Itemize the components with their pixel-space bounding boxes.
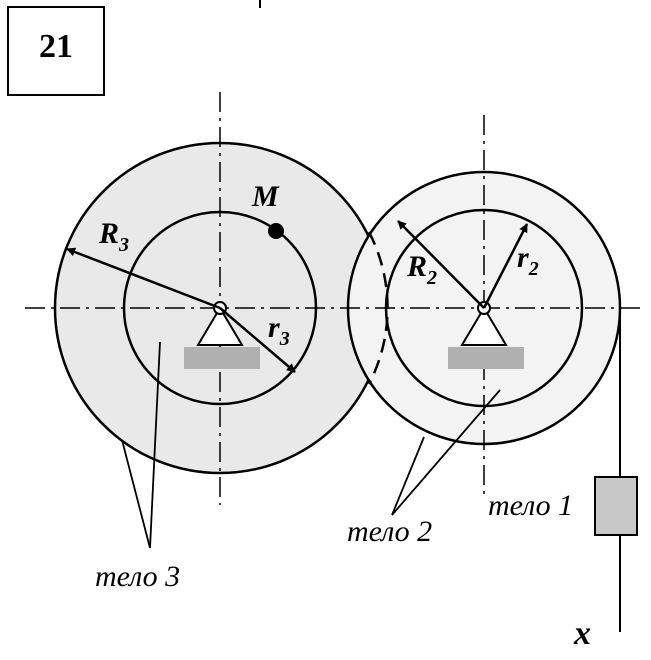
label-body3: тело 3	[95, 560, 180, 593]
r3-arrow	[219, 307, 296, 373]
body2-leader-right	[391, 389, 501, 516]
r2-arrow	[482, 223, 529, 309]
label-R3: R3	[98, 217, 129, 256]
point-M	[268, 223, 284, 239]
label-R2: R2	[406, 250, 437, 289]
problem-number: 21	[39, 28, 73, 65]
R2-arrow	[397, 220, 485, 309]
label-r3: r3	[268, 311, 290, 350]
label-M: M	[251, 180, 280, 213]
label-body1: тело 1	[488, 489, 573, 522]
label-body2: тело 2	[347, 515, 432, 548]
problem-number-box: 21	[7, 6, 105, 96]
body2-leader-left	[391, 436, 425, 516]
body3-leader-left	[121, 439, 151, 549]
body3-leader-right	[149, 341, 161, 549]
body3-support	[184, 306, 260, 369]
body2-support	[448, 306, 524, 369]
label-r2: r2	[517, 241, 539, 280]
body1-weight	[594, 476, 638, 536]
label-axis-x: x	[573, 615, 591, 652]
R3-arrow	[66, 247, 221, 310]
